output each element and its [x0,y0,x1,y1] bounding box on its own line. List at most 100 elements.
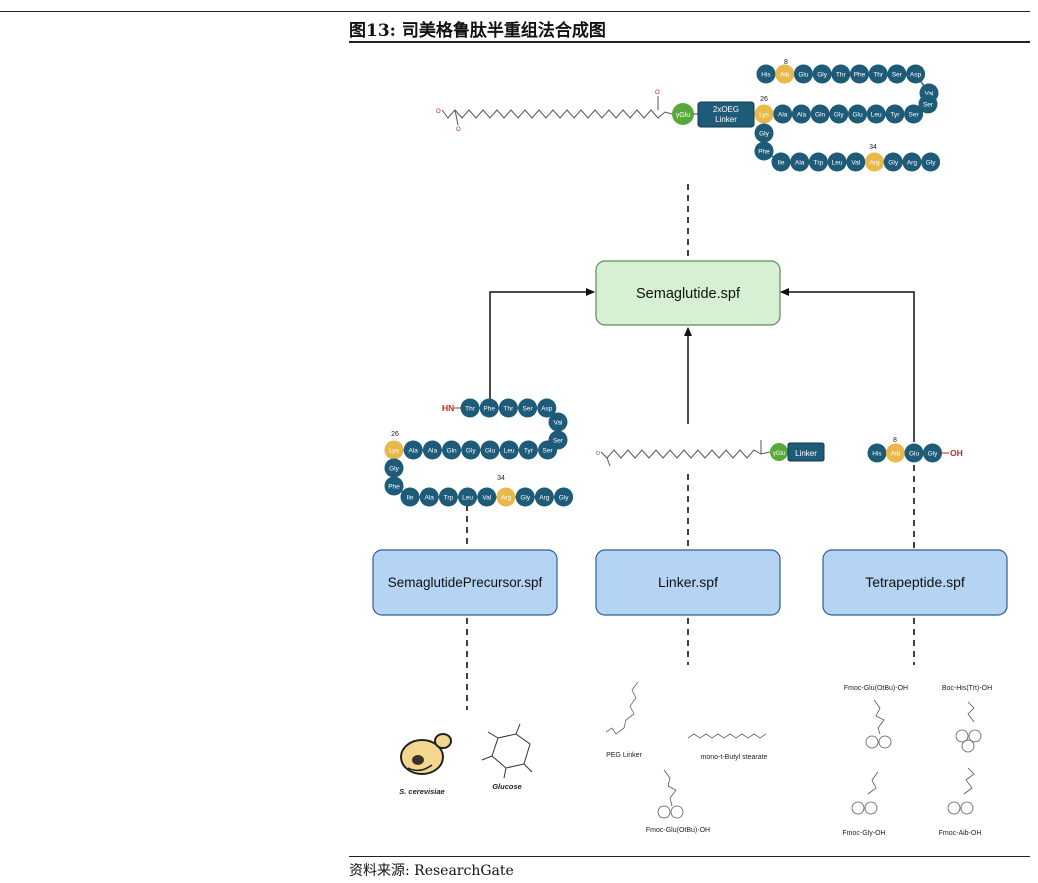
residue-label: Trp [444,494,454,501]
caption-rule [349,41,1030,43]
residue-thr [831,64,851,84]
residue-ser [538,440,558,460]
residue-gln [442,440,462,460]
tetrapeptide-box[interactable]: Tetrapeptide.spf [822,549,1008,616]
residue-label: Leu [462,494,473,501]
residue-leu [458,487,478,507]
arrow-tetrapeptide-to-semaglutide [780,288,915,442]
residue-label: Gly [389,465,400,472]
residue-label: Ala [797,111,807,118]
residue-label: Thr [836,71,847,78]
oeg-linker-line1: 2xOEG [713,105,739,114]
residue-label: Val [554,419,563,426]
semaglutide-box[interactable]: Semaglutide.spf [595,260,781,326]
residue-label: Ala [795,159,805,166]
linker-molecule: O γGlu Linker [596,440,825,467]
residue-phe [754,141,774,161]
residue-label: Tyr [890,111,900,118]
residue-label: Arg [907,159,918,166]
residue-ser [887,64,907,84]
residue-label: Aib [780,71,790,78]
yglu-label-top: γGlu [676,112,691,119]
residue-lys [754,104,774,124]
residue-glu [904,443,924,463]
pos26-label-top: 26 [760,96,768,103]
semaglutide-label: Semaglutide.spf [636,286,741,302]
fatty-acid-chain-top: O O O [436,90,673,133]
residue-val [548,412,568,432]
residue-label: Ser [892,71,903,78]
source-note: 资料来源: ResearchGate [349,863,514,879]
residue-his [756,64,776,84]
fmoc-gly-structure-icon [851,771,879,815]
precursor-box[interactable]: SemaglutidePrecursor.spf [372,549,558,616]
residue-trp [438,487,458,507]
oh-label: OH [950,448,963,458]
pos34-label-precursor: 34 [497,475,505,482]
residue-glu [793,64,813,84]
residue-ala [403,440,423,460]
glucose-label: Glucose [492,782,522,791]
residue-label: Gly [817,71,828,78]
residue-lys [384,440,404,460]
residue-label: Gly [926,159,937,166]
residue-ser [918,94,938,114]
boc-his-label: Boc-His(Trt)-OH [942,685,992,692]
glucose-structure-icon [481,723,533,779]
pos8-label-tetra: 8 [893,437,897,444]
precursor-label: SemaglutidePrecursor.spf [388,575,543,590]
residue-label: Ser [523,405,534,412]
residue-gly [461,440,481,460]
residue-arg [534,487,554,507]
residue-label: Gly [466,447,477,454]
residue-ile [771,152,791,172]
residue-label: Glu [852,111,863,118]
peg-linker-label: PEG Linker [606,752,642,759]
svg-text:O: O [655,90,660,96]
residue-thr [868,64,888,84]
residue-label: Phe [388,483,400,490]
linker-mini-label: Linker [795,449,817,458]
residue-gly [883,152,903,172]
residue-phe [384,476,404,496]
residue-ser [904,104,924,124]
residue-label: Arg [539,494,550,501]
fmoc-glu-structure-icon [865,699,892,749]
residue-glu [480,440,500,460]
residue-gly [515,487,535,507]
residue-label: Ser [909,111,920,118]
residue-val [477,487,497,507]
residue-arg [865,152,884,172]
residue-label: Asp [910,71,922,78]
residue-ile [400,487,420,507]
residue-aib [775,64,795,84]
residue-leu [866,104,886,124]
residue-label: Gly [559,494,570,501]
residue-label: Gln [815,111,826,118]
residue-label: Val [851,159,860,166]
residue-label: Thr [504,405,515,412]
residue-label: Lys [759,111,770,118]
pos34-label-top: 34 [869,144,877,151]
yeast-label: S. cerevisiae [399,787,444,796]
residue-gly [384,458,404,478]
residue-tyr [885,104,905,124]
residue-ala [422,440,442,460]
residue-label: Thr [465,405,476,412]
residue-label: Asp [541,405,553,412]
fmoc-glu-label: Fmoc-Glu(OtBu)-OH [844,685,908,692]
residue-label: Glu [798,71,809,78]
residue-label: Gly [834,111,845,118]
arrow-precursor-to-semaglutide [489,288,595,404]
figure-caption: 图13: 司美格鲁肽半重组法合成图 [349,21,606,41]
residue-trp [808,152,828,172]
residue-asp [906,64,926,84]
residue-label: Leu [871,111,882,118]
linker-box[interactable]: Linker.spf [595,549,781,616]
residue-leu [827,152,847,172]
svg-text:O: O [456,127,461,133]
